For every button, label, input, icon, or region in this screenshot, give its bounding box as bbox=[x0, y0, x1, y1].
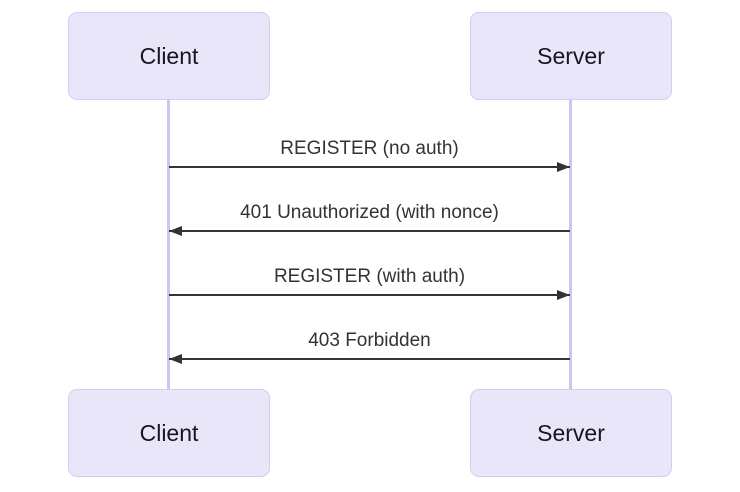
actor-label-client: Client bbox=[139, 419, 199, 446]
message-line bbox=[169, 358, 570, 360]
actor-label-client: Client bbox=[139, 42, 199, 69]
message-label: 401 Unauthorized (with nonce) bbox=[240, 202, 499, 223]
message-label: REGISTER (with auth) bbox=[273, 266, 466, 287]
message-register-no-auth: REGISTER (no auth) bbox=[169, 134, 570, 172]
arrowhead-right-icon bbox=[557, 290, 570, 300]
message-label: 403 Forbidden bbox=[308, 330, 431, 351]
arrowhead-left-icon bbox=[169, 226, 182, 236]
message-register-with-auth: REGISTER (with auth) bbox=[169, 262, 570, 300]
actor-box-client-bottom: Client bbox=[68, 389, 270, 477]
arrowhead-left-icon bbox=[169, 354, 182, 364]
message-403-forbidden: 403 Forbidden bbox=[169, 326, 570, 364]
arrowhead-right-icon bbox=[557, 162, 570, 172]
message-line bbox=[169, 294, 570, 296]
actor-label-server: Server bbox=[537, 419, 605, 446]
message-line bbox=[169, 166, 570, 168]
actor-box-client-top: Client bbox=[68, 12, 270, 100]
lifeline-server bbox=[569, 100, 572, 389]
actor-label-server: Server bbox=[537, 42, 605, 69]
actor-box-server-top: Server bbox=[470, 12, 672, 100]
lifeline-client bbox=[167, 100, 170, 389]
message-401-unauthorized: 401 Unauthorized (with nonce) bbox=[169, 198, 570, 236]
actor-box-server-bottom: Server bbox=[470, 389, 672, 477]
message-line bbox=[169, 230, 570, 232]
message-label: REGISTER (no auth) bbox=[280, 138, 459, 159]
